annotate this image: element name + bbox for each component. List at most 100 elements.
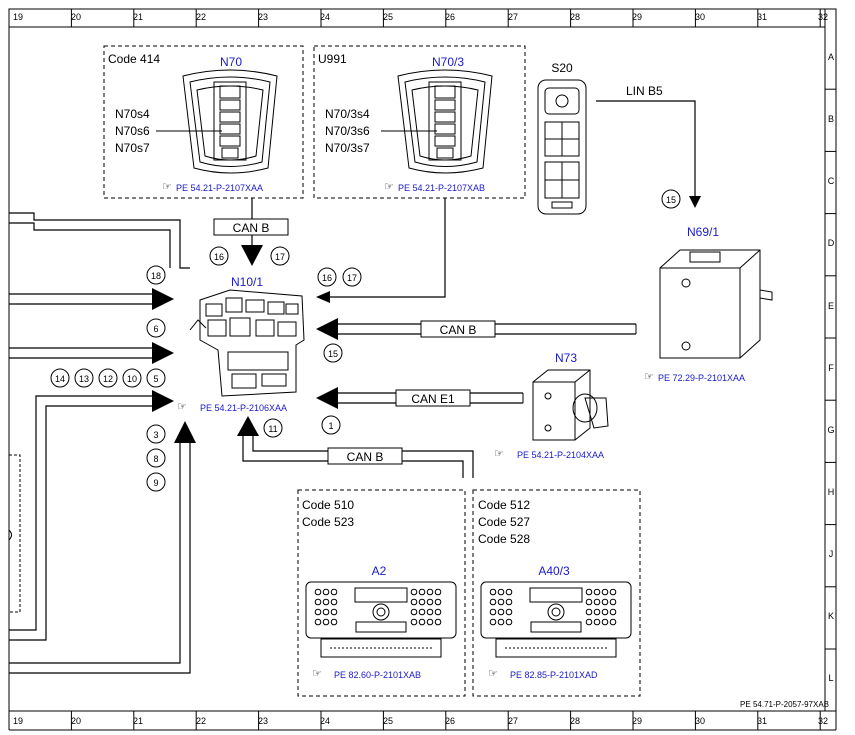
pointer-icon: ☞ — [384, 181, 394, 193]
col-label: 21 — [133, 12, 143, 22]
radio-button — [434, 618, 442, 626]
row-label: E — [828, 301, 834, 311]
pointer-icon: ☞ — [494, 448, 504, 460]
col-label: 29 — [632, 716, 642, 726]
pin-circle: 10 — [127, 374, 137, 384]
s20-label: S20 — [551, 61, 573, 75]
n70-3-ref-link[interactable]: PE 54.21-P-2107XAB — [398, 183, 485, 193]
pin-circle: 6 — [153, 324, 158, 334]
pin-circle: 3 — [153, 430, 158, 440]
radio-button — [314, 588, 322, 596]
can-b-low-arrow — [237, 416, 259, 436]
col-label: 28 — [570, 12, 580, 22]
row-label: L — [828, 673, 833, 683]
pin-circle: 8 — [153, 454, 158, 464]
col-label: 32 — [818, 716, 828, 726]
pointer-icon: ☞ — [162, 181, 172, 193]
lin-b5-wire — [596, 100, 696, 200]
row-label: H — [828, 487, 835, 497]
col-label: 30 — [695, 12, 705, 22]
radio-button — [489, 608, 497, 616]
radio-button — [489, 588, 497, 596]
radio-button — [601, 618, 609, 626]
col-label: 29 — [632, 12, 642, 22]
can-e1-arrow — [316, 387, 338, 409]
can-b-top-box — [213, 218, 289, 236]
a2-radio-unit-drawing — [305, 581, 457, 658]
col-label: 22 — [196, 12, 206, 22]
radio-button — [418, 608, 426, 616]
radio-button — [434, 598, 442, 606]
col-label: 32 — [818, 12, 828, 22]
pointer-icon: ☞ — [177, 401, 187, 413]
radio-button — [601, 608, 609, 616]
radio-button — [601, 588, 609, 596]
pin-circle: 9 — [153, 478, 158, 488]
row-label: G — [827, 425, 834, 435]
s20-switch-drawing — [537, 79, 587, 215]
a2-code: Code 523 — [302, 515, 354, 529]
a40-3-ref-link[interactable]: PE 82.85-P-2101XAD — [510, 670, 598, 680]
radio-button — [330, 598, 338, 606]
row-label: B — [828, 114, 834, 124]
radio-button — [609, 618, 617, 626]
n70-part: N70s4 — [115, 107, 150, 121]
col-label: 23 — [258, 716, 268, 726]
radio-button — [497, 608, 505, 616]
a2-ref-link[interactable]: PE 82.60-P-2101XAB — [334, 670, 421, 680]
n10-1-label: N10/1 — [231, 275, 263, 289]
n70-part: N70s7 — [115, 141, 150, 155]
radio-button — [601, 598, 609, 606]
can-b-low-label: CAN B — [347, 450, 384, 464]
col-label: 21 — [133, 716, 143, 726]
pin-circle: 17 — [275, 252, 285, 262]
col-label: 20 — [71, 12, 81, 22]
pointer-icon: ☞ — [488, 668, 498, 680]
n73-ignition-switch-drawing — [532, 369, 609, 441]
n73-ref-link[interactable]: PE 54.21-P-2104XAA — [517, 450, 604, 460]
row-label: K — [828, 611, 834, 621]
radio-button — [434, 588, 442, 596]
pin-circle: 11 — [268, 424, 277, 434]
radio-button — [426, 588, 434, 596]
radio-button — [418, 598, 426, 606]
pin-circle: 12 — [103, 374, 113, 384]
radio-button — [609, 608, 617, 616]
col-label: 23 — [258, 12, 268, 22]
footer-reference: PE 54.71-P-2057-97XAB — [740, 700, 829, 709]
can-b-mid-box — [420, 320, 496, 338]
a2-label: A2 — [372, 564, 387, 578]
n10-1-module-drawing — [189, 289, 305, 397]
radio-button — [609, 598, 617, 606]
col-label: 19 — [13, 12, 23, 22]
radio-button — [434, 608, 442, 616]
radio-button — [426, 608, 434, 616]
radio-button — [314, 608, 322, 616]
can-e1-box — [395, 389, 471, 407]
radio-button — [410, 618, 418, 626]
a40-3-radio-unit-drawing — [480, 581, 632, 658]
can-b-low-box — [327, 447, 403, 465]
n10-1-ref-link[interactable]: PE 54.21-P-2106XAA — [200, 403, 287, 413]
can-e1-label: CAN E1 — [411, 392, 455, 406]
n69-1-ref-link[interactable]: PE 72.29-P-2101XAA — [658, 373, 745, 383]
row-label: A — [828, 52, 834, 62]
lin-b5-label: LIN B5 — [626, 84, 663, 98]
n70-3-part: N70/3s6 — [325, 124, 370, 138]
radio-button — [593, 608, 601, 616]
pin-circle: 15 — [328, 349, 338, 359]
n70-3-part: N70/3s7 — [325, 141, 370, 155]
n70-ref-link[interactable]: PE 54.21-P-2107XAA — [176, 183, 263, 193]
radio-button — [418, 618, 426, 626]
a40-3-code: Code 512 — [478, 498, 530, 512]
pin-circle: 14 — [55, 374, 65, 384]
col-label: 30 — [695, 716, 705, 726]
can-b-top-arrow — [241, 245, 263, 266]
radio-button — [593, 588, 601, 596]
radio-button — [322, 588, 330, 596]
radio-button — [418, 588, 426, 596]
radio-button — [593, 598, 601, 606]
a40-3-label: A40/3 — [538, 564, 570, 578]
col-label: 27 — [508, 716, 518, 726]
radio-button — [505, 618, 513, 626]
